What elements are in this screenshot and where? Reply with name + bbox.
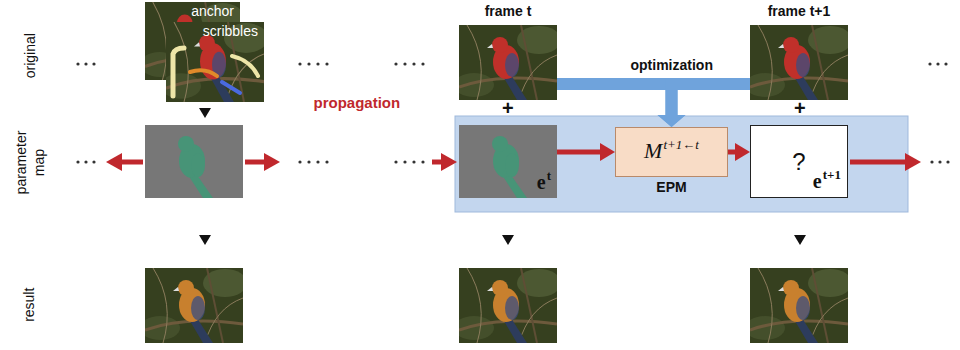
image-caption: anchor (151, 3, 234, 20)
edge-label: optimization (631, 57, 713, 74)
module-name: EPM (586, 179, 757, 196)
text-group: EPM (586, 179, 757, 196)
scribbles-photo (161, 22, 268, 102)
map-symbol: e (537, 171, 546, 193)
connector-line (557, 84, 672, 116)
frame-photo (454, 25, 561, 100)
result-photo (454, 268, 561, 343)
arrowhead (658, 115, 686, 127)
frame-title: frame t (419, 3, 597, 20)
unknown-mark: ? (792, 148, 805, 175)
plus-sign: + (794, 98, 806, 118)
anchor-image: anchor (145, 2, 240, 80)
row-label: result (21, 288, 39, 322)
annotation: propagation (314, 94, 401, 113)
map-symbol: e (813, 170, 822, 192)
arrowhead (735, 143, 750, 161)
connector-line (557, 150, 601, 155)
text-group: scribbles (166, 22, 264, 41)
result-photo (745, 268, 852, 343)
frame-image: frame t (459, 25, 557, 100)
text-group: anchor (145, 2, 240, 21)
parameter-map (145, 125, 243, 198)
text-group: frame t (419, 3, 597, 20)
operator-group: Mt+1←t (644, 139, 699, 166)
unknown-map: ? et+1 (750, 125, 848, 198)
frame-image: frame t+1 (750, 25, 848, 100)
connector (728, 143, 750, 161)
connector (557, 143, 615, 161)
parameter-map (459, 125, 557, 198)
epm-box: Mt+1←tEPM (615, 127, 728, 177)
map-superscript: t (547, 168, 551, 183)
text-group: et (537, 171, 551, 196)
row-label: parameter map (13, 122, 48, 202)
frame-photo (745, 25, 852, 100)
arrowhead (600, 143, 615, 161)
plus-sign: + (502, 98, 514, 118)
arrowhead (658, 115, 686, 127)
scribbles-image: scribbles (166, 22, 264, 102)
epm-region (455, 116, 908, 212)
connector-line (728, 150, 736, 155)
connector (658, 84, 751, 127)
text-group: Mt+1←t (616, 128, 727, 176)
parameter-map: et (459, 125, 557, 198)
image-caption: scribbles (172, 23, 258, 40)
result-photo (140, 268, 247, 343)
text-group: et+1 (813, 170, 841, 195)
down-triangles (199, 108, 806, 245)
operator-symbol: M (644, 138, 662, 163)
row-label: original (21, 33, 39, 78)
operator-superscript: t+1←t (663, 137, 699, 152)
frame-title: frame t+1 (710, 3, 888, 20)
map-superscript: t+1 (823, 167, 841, 182)
text-group: frame t+1 (710, 3, 888, 20)
connector-line (672, 84, 751, 116)
scribble-strokes (173, 48, 258, 96)
